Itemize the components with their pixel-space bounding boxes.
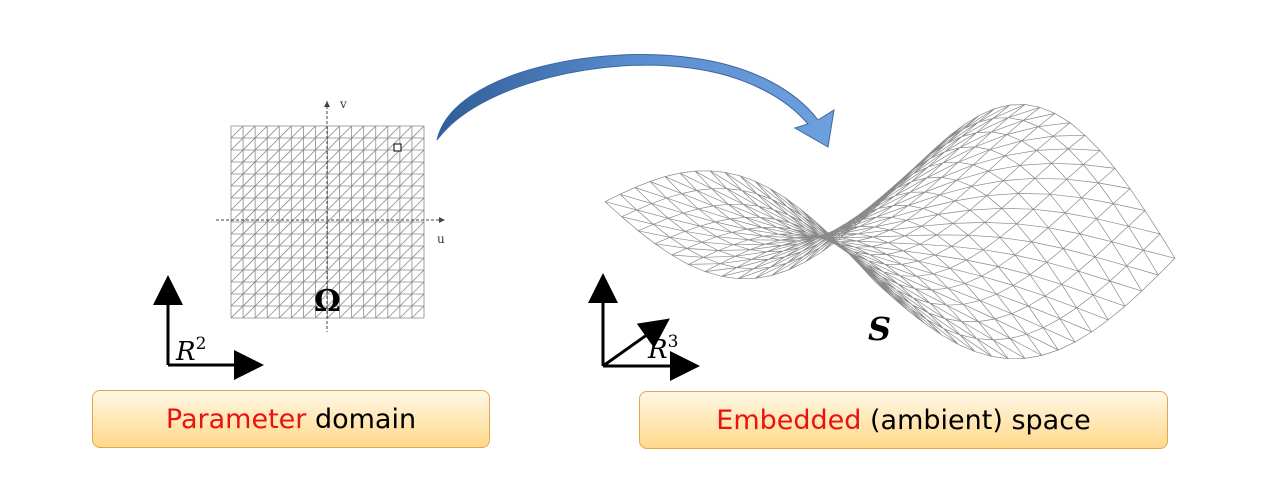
u-axis-label: u bbox=[437, 232, 445, 246]
embedded-space-rest: (ambient) space bbox=[861, 404, 1091, 436]
embedded-surface-mesh bbox=[604, 104, 1176, 360]
curved-arrow-icon bbox=[436, 53, 835, 148]
r3-label: R3 bbox=[647, 332, 678, 365]
v-axis-arrowhead bbox=[324, 101, 330, 107]
u-axis-arrowhead bbox=[439, 217, 445, 223]
omega-symbol: Ω bbox=[314, 284, 341, 319]
r2-axes bbox=[153, 275, 264, 380]
parameter-domain-label: Parameter domain bbox=[92, 390, 490, 448]
uv-axes bbox=[216, 101, 445, 332]
embedded-space-label: Embedded (ambient) space bbox=[639, 391, 1168, 449]
small-square-marker bbox=[393, 143, 402, 152]
r2-label: R2 bbox=[175, 334, 206, 367]
r3-axes bbox=[588, 273, 700, 381]
r3-depth-axis bbox=[602, 318, 670, 368]
parameter-domain-highlight: Parameter bbox=[165, 403, 307, 435]
surface-symbol: S bbox=[868, 310, 891, 348]
v-axis-label: v bbox=[339, 97, 347, 111]
surface-mesh-lines bbox=[604, 104, 1176, 360]
embedded-space-highlight: Embedded bbox=[716, 404, 862, 436]
parameter-domain-rest: domain bbox=[306, 403, 417, 435]
